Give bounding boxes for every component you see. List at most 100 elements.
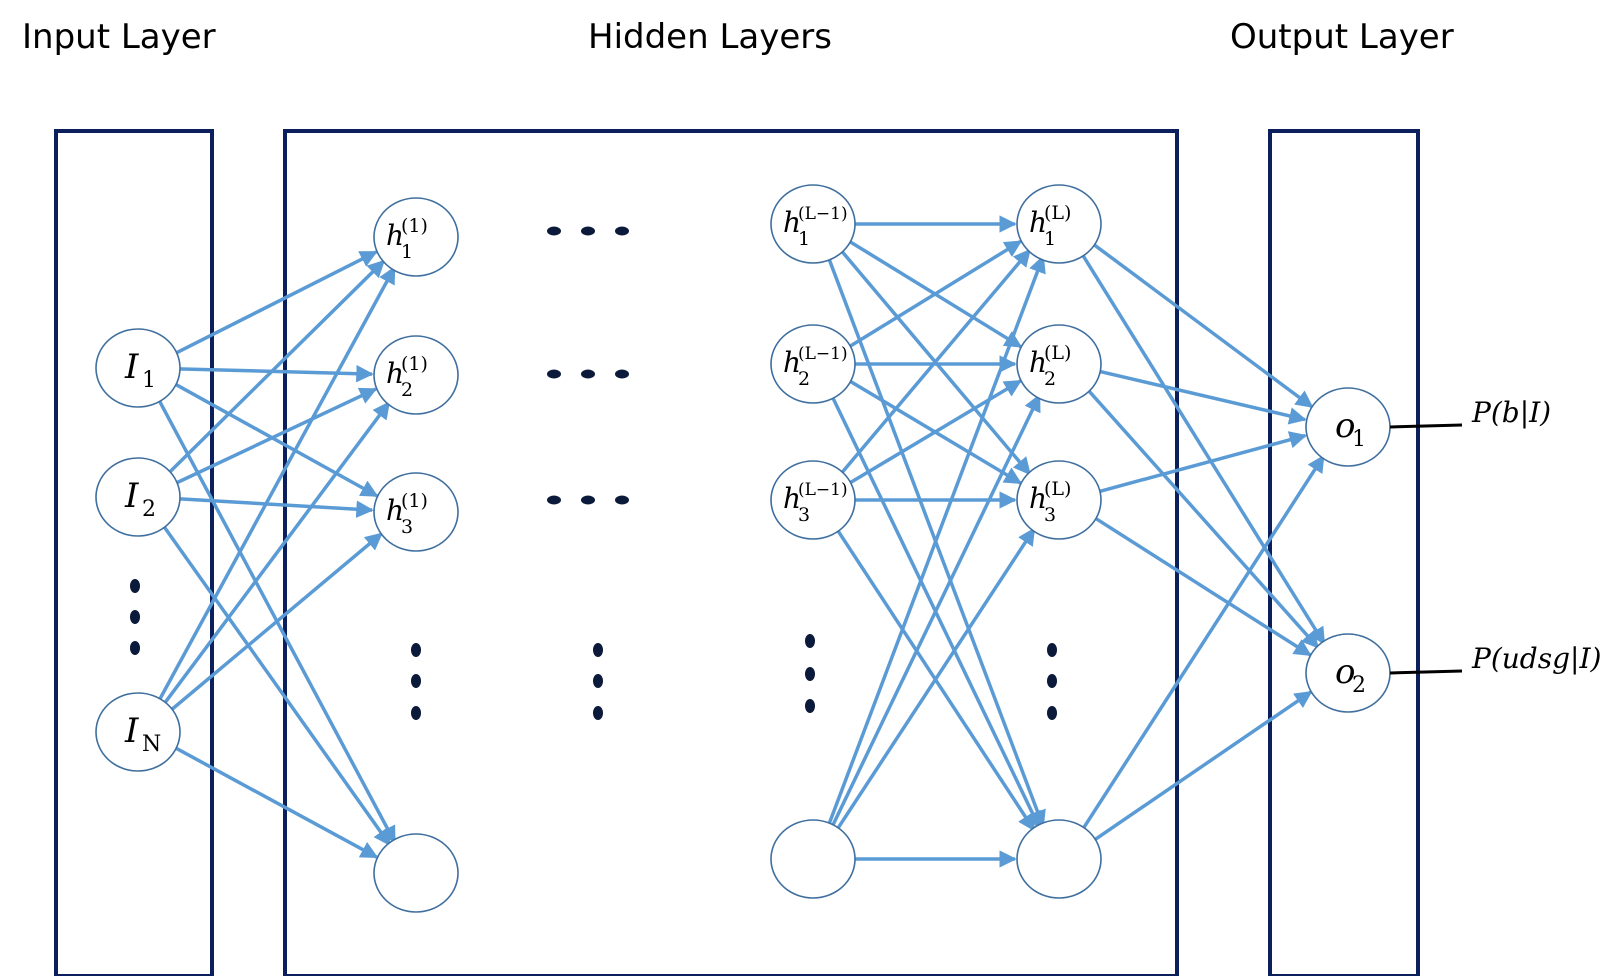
hidden-layers-frame (283, 129, 1179, 976)
ellipsis-dot (615, 495, 629, 505)
node-variable: h (1029, 482, 1047, 515)
node-subscript: 3 (798, 504, 810, 526)
ellipsis-dot (547, 369, 561, 379)
node-variable: I (124, 476, 139, 516)
node-circle (373, 335, 459, 415)
edge-input-hidden1-2-4 (160, 522, 392, 847)
node-superscript: (L) (1044, 342, 1071, 364)
hidden-prev-node-3: h3 (L−1) (770, 460, 856, 540)
node-subscript: 1 (401, 241, 413, 263)
node-superscript: (1) (401, 490, 428, 512)
edge-input-hidden1-1-3 (172, 381, 379, 498)
node-circle (373, 833, 459, 913)
edge-input-hidden1-1-2 (177, 364, 374, 383)
node-circle (1016, 460, 1102, 540)
hidden-first-node-2: h2(1) (373, 335, 459, 415)
node-subscript: 1 (142, 368, 156, 393)
node-circle (95, 328, 181, 408)
ellipsis-dot (130, 610, 140, 624)
node-variable: I (124, 711, 139, 751)
input-layer-title: Input Layer (22, 17, 216, 57)
edge-input-hidden1-3-1 (156, 265, 396, 705)
node-superscript: (L−1) (798, 480, 848, 500)
node-superscript: (L) (1044, 202, 1071, 224)
node-circle (770, 324, 856, 404)
edge-hiddenlast-output-3-1 (1097, 431, 1308, 494)
edge-input-hidden1-3-4 (172, 745, 379, 859)
output-line (1389, 423, 1463, 429)
edge-input-hidden1-1-1 (173, 250, 378, 356)
ellipsis-dot (130, 641, 140, 655)
hidden-last-node-1: h1(L) (1016, 184, 1102, 264)
edge-input-hidden1-2-1 (165, 259, 386, 476)
ellipsis-dot (411, 706, 421, 720)
edge-input-hidden1-3-3 (168, 532, 383, 713)
node-variable: o (1335, 406, 1355, 446)
node-circle (1016, 819, 1102, 899)
ellipsis-dots (130, 226, 1057, 720)
node-circle (373, 197, 459, 277)
node-subscript: 1 (1352, 427, 1366, 452)
node-circle (373, 472, 459, 552)
node-variable: h (1029, 206, 1047, 239)
outputs-node-2: o2 (1305, 633, 1391, 713)
edge-hiddenlast-output-4-2 (1091, 690, 1313, 843)
edge-hiddenlast-output-1-1 (1090, 241, 1314, 409)
ellipsis-dot (805, 667, 815, 681)
node-superscript: (L) (1044, 478, 1071, 500)
probability-label: P(b|I) (1471, 396, 1551, 429)
hidden-last-node-2: h2(L) (1016, 324, 1102, 404)
edge-hiddenlast-output-4-1 (1079, 454, 1326, 833)
node-subscript: 2 (401, 379, 413, 401)
ellipsis-dot (1047, 643, 1057, 657)
node-variable: h (783, 482, 801, 515)
node-variable: h (783, 346, 801, 379)
output-probability-2: P(udsg|I) (1389, 642, 1601, 675)
ellipsis-dot (130, 579, 140, 593)
hidden-first-node-1: h1 (1) (373, 197, 459, 277)
output-line (1389, 669, 1463, 675)
node-subscript: 1 (798, 228, 810, 250)
node-subscript: 2 (1352, 673, 1366, 698)
ellipsis-dot (615, 369, 629, 379)
outputs-node-1: o1 (1305, 387, 1391, 467)
output-probability-1: P(b|I) (1389, 396, 1551, 429)
ellipsis-dot (581, 495, 595, 505)
node-variable: I (124, 347, 139, 387)
output-layer-frame (1268, 129, 1420, 976)
node-variable: h (386, 494, 404, 527)
node-circle (95, 457, 181, 537)
ellipsis-dot (547, 226, 561, 236)
node-subscript: N (142, 732, 161, 757)
edge-hiddenprev-hiddenlast-4-1 (825, 254, 1046, 829)
edge-hiddenprev-hiddenlast-4-2 (829, 393, 1041, 831)
node-variable: h (783, 206, 801, 239)
ellipsis-dot (581, 369, 595, 379)
node-circle (770, 460, 856, 540)
node-superscript: (L−1) (798, 204, 848, 224)
ellipsis-dot (805, 634, 815, 648)
output-layer-title: Output Layer (1230, 17, 1454, 57)
node-subscript: 2 (798, 368, 810, 390)
edge-hiddenprev-hiddenlast-2-1 (846, 239, 1023, 350)
ellipsis-dot (547, 495, 561, 505)
node-superscript: (1) (401, 215, 428, 237)
edge-hiddenlast-output-2-1 (1097, 369, 1307, 425)
edge-input-hidden1-2-2 (173, 387, 378, 486)
node-variable: h (386, 219, 404, 252)
node-subscript: 2 (1044, 368, 1056, 390)
hidden-first-node-3: h3(1) (373, 472, 459, 552)
edge-input-hidden1-3-2 (161, 401, 391, 708)
node-subscript: 2 (142, 497, 156, 522)
edge-hiddenlast-output-1-2 (1079, 250, 1326, 646)
probability-label: P(udsg|I) (1471, 642, 1601, 675)
node-variable: h (386, 357, 404, 390)
output-probabilities: P(b|I) P(udsg|I) (1389, 396, 1601, 675)
ellipsis-dot (593, 674, 603, 688)
input-layer-frame (54, 129, 214, 976)
ellipsis-dot (581, 226, 595, 236)
node-circle (770, 819, 856, 899)
